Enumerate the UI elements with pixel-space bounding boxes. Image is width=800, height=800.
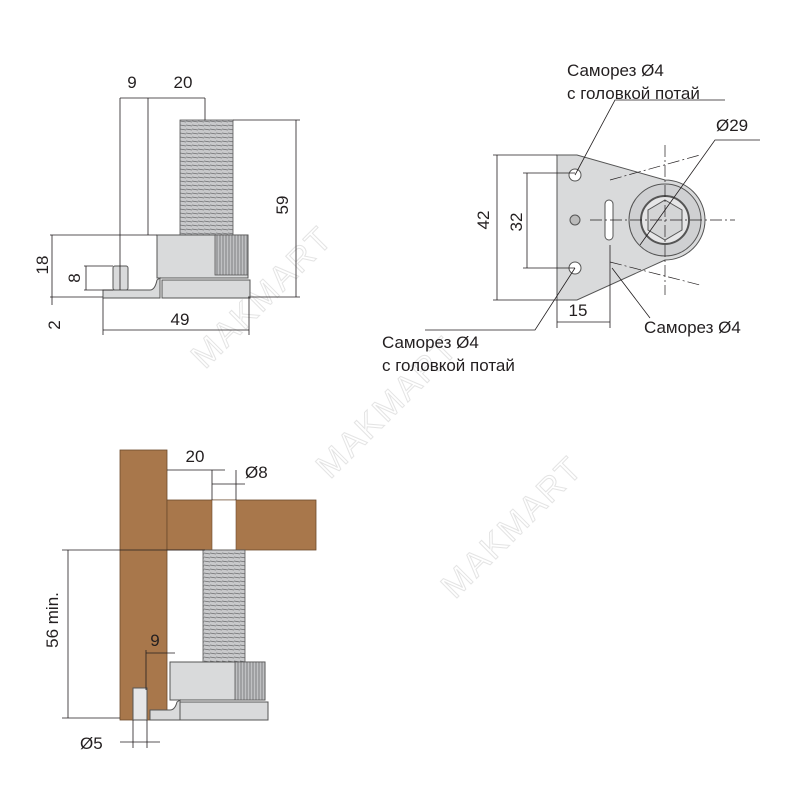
screw-bottom-label-1: Саморез Ø4: [382, 333, 479, 352]
threaded-rod: [179, 119, 234, 237]
dim-56-min: 56 min.: [43, 592, 62, 648]
dim-d5: Ø5: [80, 734, 103, 753]
bracket-plate: [102, 277, 161, 299]
dim-59: 59: [273, 196, 292, 215]
dim-8: 8: [65, 273, 84, 282]
screw-right-label: Саморез Ø4: [644, 318, 741, 337]
svg-text:MAKMART: MAKMART: [309, 329, 466, 486]
dim-49: 49: [171, 310, 190, 329]
threaded-rod-installed: [202, 549, 246, 666]
shelf-panel: [166, 499, 317, 551]
dim-20-install: 20: [186, 447, 205, 466]
dim-15: 15: [569, 301, 588, 320]
vertical-panel: [119, 449, 168, 721]
knurled-nut-installed: [234, 661, 266, 701]
dowel-pin: [112, 265, 129, 291]
dim-32: 32: [507, 213, 526, 232]
base-plate-installed: [179, 701, 269, 721]
dim-2: 2: [45, 320, 64, 329]
svg-text:MAKMART: MAKMART: [434, 449, 591, 606]
screw-top-label-1: Саморез Ø4: [567, 61, 664, 80]
dim-18: 18: [33, 256, 52, 275]
knurled-nut: [214, 234, 249, 276]
screw-top-label-2: с головкой потай: [567, 84, 700, 103]
dim-d8: Ø8: [245, 463, 268, 482]
top-view: Саморез Ø4 с головкой потай Ø29 42 32 15…: [382, 61, 760, 375]
install-view: 20 Ø8 56 min. 9 Ø5: [43, 447, 317, 753]
dim-9-install: 9: [150, 631, 159, 650]
side-view: 9 20 59 18 8 2 49: [33, 73, 300, 335]
dim-20: 20: [174, 73, 193, 92]
base-plate: [161, 279, 251, 299]
drilled-hole: [211, 499, 237, 551]
dim-9: 9: [127, 73, 136, 92]
screw-bottom-label-2: с головкой потай: [382, 356, 515, 375]
center-hole: [569, 214, 581, 226]
dim-42: 42: [474, 211, 493, 230]
dowel-pin-installed: [132, 687, 148, 721]
dim-d29: Ø29: [716, 116, 748, 135]
